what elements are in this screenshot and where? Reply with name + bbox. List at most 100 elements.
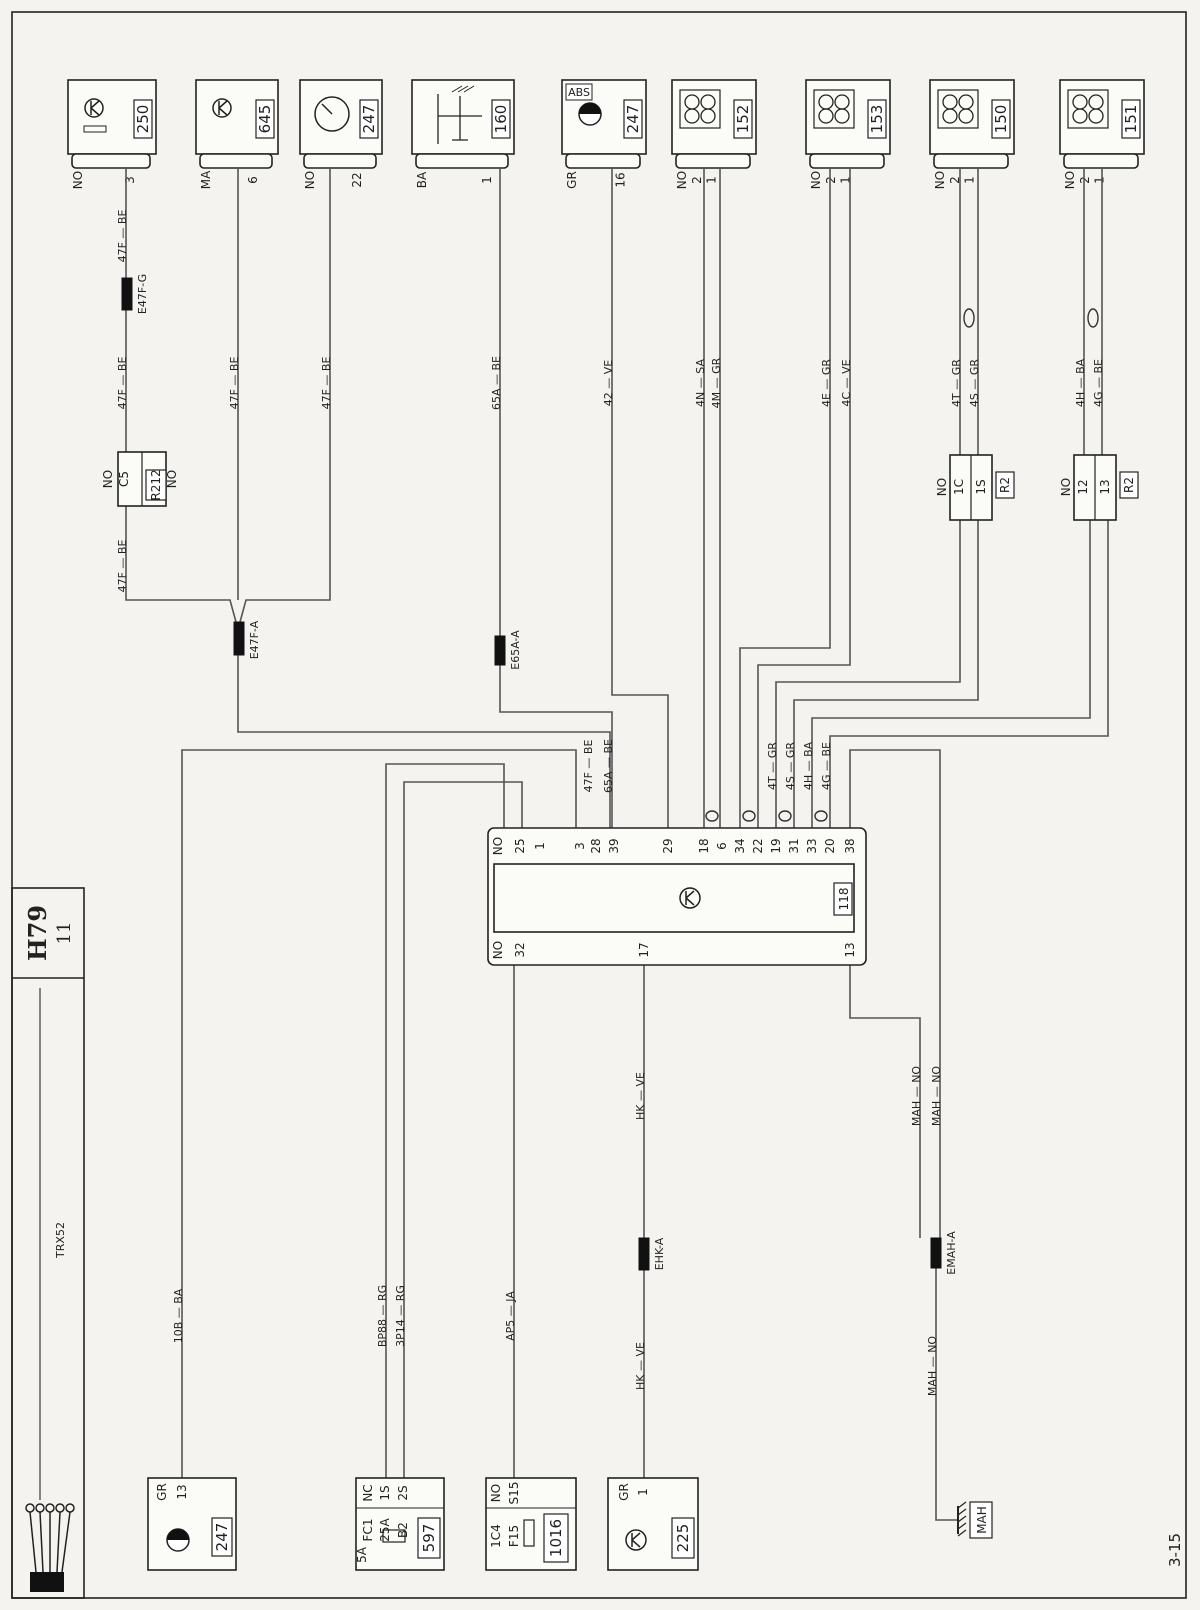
- component-id: 645: [256, 105, 274, 134]
- wire-label: 47F — BE: [582, 740, 595, 793]
- lamp-tag: ABS: [568, 86, 590, 99]
- pin-label: NO: [933, 171, 947, 189]
- pin-label: GR: [565, 171, 579, 189]
- component-id: 247: [213, 1523, 231, 1552]
- wire-label: 47F — BE: [116, 210, 129, 263]
- svg-text:NO: NO: [101, 470, 115, 488]
- wire-label: 4T — GR: [950, 359, 963, 407]
- sensor-icon: [813, 89, 855, 129]
- pin-label: NO: [809, 171, 823, 189]
- wire-label: 10B — BA: [172, 1288, 185, 1343]
- svg-text:5A: 5A: [355, 1546, 369, 1563]
- wires: [125, 168, 1109, 1521]
- sensor-icon: [937, 89, 979, 129]
- wire-label: 47F — BE: [228, 357, 241, 410]
- pin-label: 1: [1093, 176, 1107, 184]
- ecu-icon: [679, 887, 701, 909]
- wire-label: 4G — BE: [1092, 359, 1105, 407]
- component-id: 1016: [547, 1519, 565, 1557]
- pin-label: NO: [303, 171, 317, 189]
- wire-label: 42 — VE: [602, 360, 615, 407]
- wire-label: 4C — VE: [840, 359, 853, 406]
- ecu-pin-label: 38: [843, 838, 857, 853]
- component-247-lamp-bottom: 13 GR 247: [147, 1477, 237, 1571]
- pin-label: MA: [199, 170, 213, 189]
- svg-text:NO: NO: [489, 1484, 503, 1502]
- wire-label: HK — VE: [634, 1072, 647, 1120]
- wire-label: MAH — NO: [910, 1066, 923, 1127]
- wire-label: 4H — BA: [802, 741, 815, 790]
- gauge-icon: [314, 96, 350, 132]
- connector-r212: C5 C5 NO NO R212: [101, 451, 179, 507]
- switch-icon: [437, 85, 482, 144]
- splice-e47f-g: [121, 277, 133, 311]
- ecu-pin-label: 25: [513, 838, 527, 853]
- wire-label: 47F — BE: [320, 357, 333, 410]
- ecu-pin-label: 39: [607, 838, 621, 853]
- sensor-icon: [679, 89, 721, 129]
- sensor-icon: [1067, 89, 1109, 129]
- pin-label: 2: [690, 176, 704, 184]
- ecu-icon: [212, 98, 232, 118]
- ecu-pin-label: 18: [697, 838, 711, 853]
- pin-label: NO: [675, 171, 689, 189]
- warning-lamp-icon: [166, 1528, 190, 1552]
- fuse-icon: [382, 1529, 406, 1543]
- wire-label: MAH — NO: [926, 1336, 939, 1397]
- svg-text:S15: S15: [507, 1482, 521, 1505]
- svg-text:2S: 2S: [396, 1485, 410, 1500]
- wire-label: MAH — NO: [930, 1066, 943, 1127]
- ground-mah: MAH: [957, 1501, 993, 1539]
- splice-label: EMAH-A: [945, 1231, 958, 1275]
- ground-icon: [957, 1501, 967, 1537]
- svg-text:C5: C5: [117, 471, 131, 487]
- splice-label: E47F-G: [136, 274, 149, 314]
- component-id: 597: [420, 1524, 438, 1553]
- pin-label: 1: [705, 176, 719, 184]
- ecu-icon: [83, 98, 107, 133]
- connector-r2-upper: NO 1C 1S R2: [935, 454, 1015, 521]
- side-label: TRX52: [54, 1222, 67, 1259]
- wire-label: 4M — GR: [710, 357, 723, 408]
- wire-label: 47F — BE: [116, 357, 129, 410]
- svg-text:F15: F15: [507, 1525, 521, 1547]
- wire-label: 4E — GR: [820, 359, 833, 407]
- pin-label: 1: [480, 176, 494, 184]
- pin-label: BA: [415, 171, 429, 188]
- pin-label: 2: [948, 176, 962, 184]
- wire-label: 4S — GR: [968, 359, 981, 407]
- ecu-icon: [625, 1529, 647, 1551]
- svg-text:1C4: 1C4: [489, 1524, 503, 1548]
- pin-label: 16: [614, 172, 628, 187]
- svg-text:NO: NO: [935, 478, 949, 496]
- splice-ehk-a: [638, 1237, 650, 1271]
- component-id: 247: [360, 105, 378, 134]
- wire-label: 4G — BE: [820, 742, 833, 790]
- svg-text:1: 1: [636, 1488, 650, 1496]
- svg-text:NO: NO: [1059, 478, 1073, 496]
- pin-label: 3: [123, 176, 137, 184]
- wire-label: 65A — BE: [490, 356, 503, 410]
- svg-text:1S: 1S: [974, 479, 988, 494]
- twist-markers: [705, 308, 1099, 822]
- pin-label: 1: [963, 176, 977, 184]
- splice-label: E47F-A: [248, 620, 261, 659]
- svg-text:NO: NO: [165, 470, 179, 488]
- svg-text:1S: 1S: [378, 1485, 392, 1500]
- svg-text:12: 12: [1076, 479, 1090, 494]
- svg-text:1C: 1C: [952, 479, 966, 495]
- wire-label: 3P14 — RG: [394, 1285, 407, 1347]
- component-1016-fuse: NO S15 1C4 F15 1016: [485, 1477, 577, 1571]
- svg-text:GR: GR: [617, 1483, 631, 1501]
- connector-id: R2: [998, 477, 1012, 493]
